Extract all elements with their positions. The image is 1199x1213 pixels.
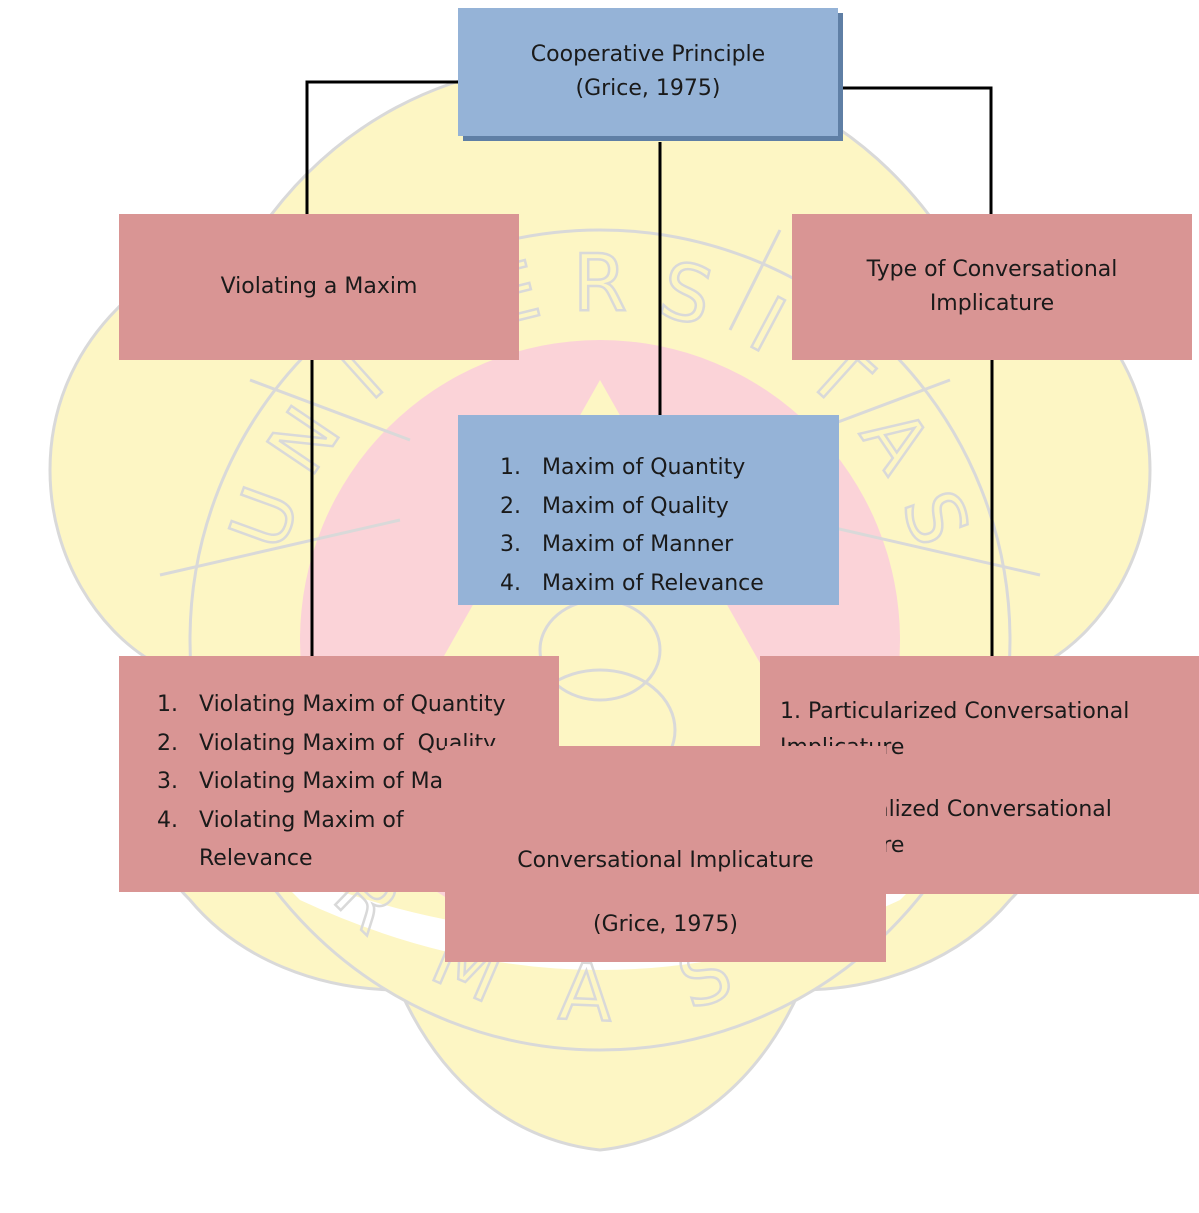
list-item: 3.Maxim of Manner	[500, 532, 734, 557]
cooperative-principle-box: Cooperative Principle (Grice, 1975)	[458, 8, 838, 136]
list-item: 4.Maxim of Relevance	[500, 570, 764, 596]
violating-maxims-list: 1.Violating Maxim of Quantity 2.Violatin…	[157, 686, 557, 879]
violating-maxim-box: Violating a Maxim	[119, 214, 519, 360]
maxims-box: 1.Maxim of Quantity 2.Maxim of Quality 3…	[458, 415, 839, 605]
connector-cp-to-type	[838, 86, 993, 214]
list-item: 3.Violating Maxim of Manner	[157, 769, 494, 794]
list-item: 4.Violating Maxim of Relevance	[157, 807, 404, 872]
list-item: 2.Maxim of Quality	[500, 493, 729, 519]
violating-maxim-title: Violating a Maxim	[220, 274, 418, 299]
conversational-implicature-citation: (Grice, 1975)	[593, 912, 738, 937]
connector-cp-to-violating	[305, 80, 458, 214]
list-item: 1.Maxim of Quantity	[500, 455, 746, 480]
list-item: 1.Violating Maxim of Quantity	[157, 692, 506, 717]
type-of-implicature-box: Type of Conversational Implicature	[792, 214, 1192, 360]
seal-letter: A	[557, 948, 614, 1040]
conversational-implicature-box: Conversational Implicature (Grice, 1975)	[445, 746, 886, 962]
cooperative-principle-citation: (Grice, 1975)	[575, 76, 721, 101]
maxims-list: 1.Maxim of Quantity 2.Maxim of Quality 3…	[500, 449, 764, 603]
cooperative-principle-title: Cooperative Principle	[530, 42, 766, 67]
seal-letter: R	[573, 239, 627, 329]
list-item: 2.Violating Maxim of Quality	[157, 730, 497, 756]
type-of-implicature-title-line1: Type of Conversational	[866, 257, 1118, 282]
type-of-implicature-title-line2: Implicature	[929, 291, 1055, 316]
conversational-implicature-title: Conversational Implicature	[517, 848, 814, 873]
